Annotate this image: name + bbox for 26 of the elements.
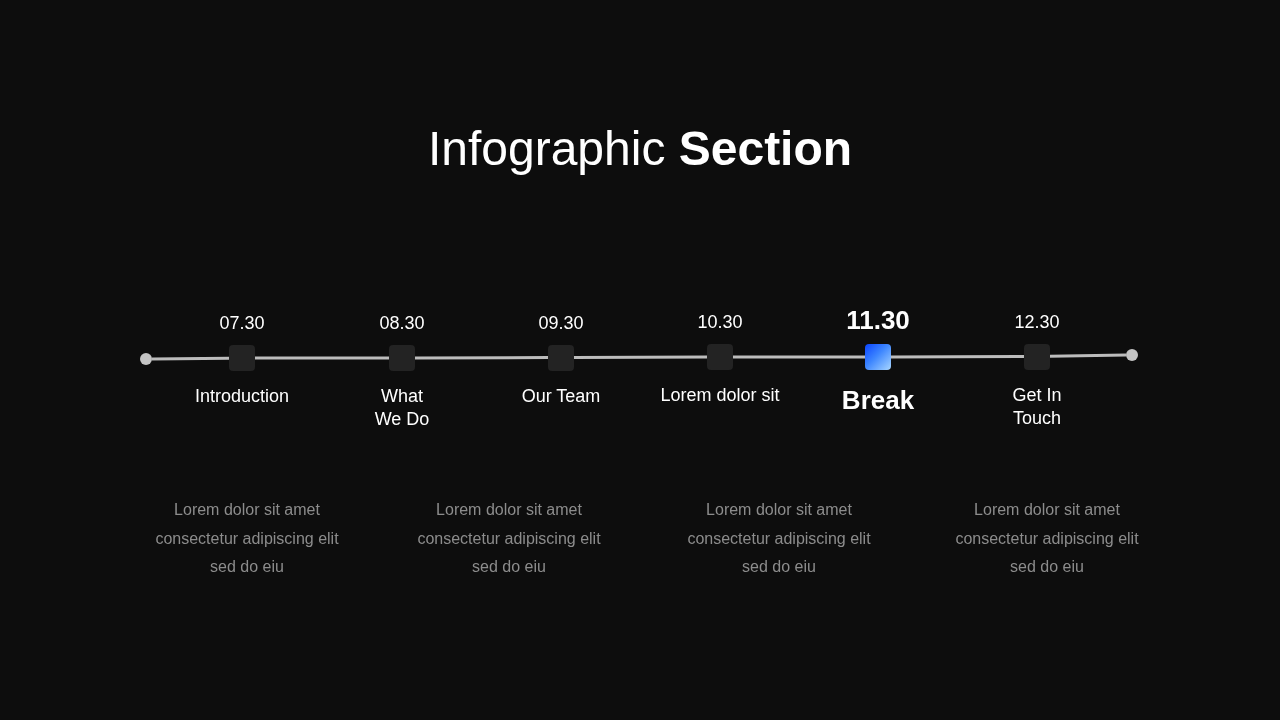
- timeline-line: [574, 355, 707, 359]
- description-text: Lorem dolor sit amet consectetur adipiscing elit sed do eiu: [154, 500, 340, 577]
- timeline-line: [415, 356, 548, 360]
- description-text: Lorem dolor sit amet consectetur adipiscing elit sed do eiu: [954, 500, 1140, 577]
- timeline-line: [152, 356, 229, 361]
- time-label: 09.30: [538, 312, 584, 334]
- session-title: Break: [841, 385, 915, 415]
- endpoint-dot: [140, 353, 152, 365]
- session-title: Get In Touch: [1011, 383, 1063, 430]
- timeline-line: [1049, 353, 1127, 358]
- endpoint-dot: [1126, 349, 1138, 361]
- time-label: 07.30: [219, 313, 265, 334]
- session-title: Introduction: [194, 385, 290, 408]
- timeline-line: [733, 355, 865, 359]
- time-label: 12.30: [1014, 311, 1060, 333]
- time-label: 10.30: [697, 312, 743, 333]
- timeline-line: [891, 355, 1024, 359]
- slide-title: Infographic Section: [427, 121, 853, 177]
- session-title: Our Team: [521, 384, 601, 408]
- description-text: Lorem dolor sit amet consectetur adipiscing elit sed do eiu: [416, 500, 602, 577]
- timeline-line: [255, 356, 389, 360]
- session-title: What We Do: [373, 385, 431, 431]
- session-title: Lorem dolor sit: [660, 384, 780, 407]
- time-label: 08.30: [379, 313, 425, 334]
- description-text: Lorem dolor sit amet consectetur adipiscing elit sed do eiu: [686, 500, 872, 577]
- time-label: 11.30: [846, 305, 910, 335]
